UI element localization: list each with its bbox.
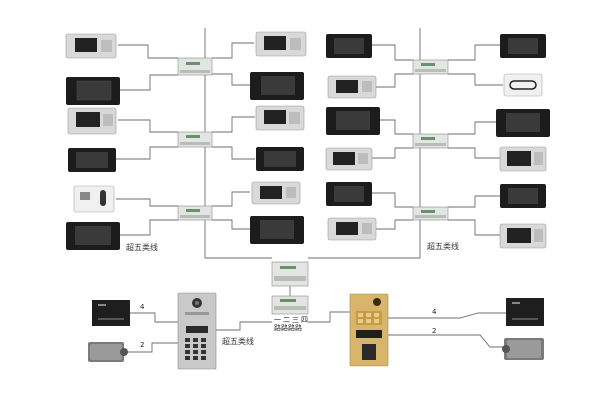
wire-count-right-bottom: 2 [432,327,436,335]
monitor-r4 [325,147,373,171]
link-l12 [212,219,250,230]
link-l1 [118,44,178,59]
link-l7 [212,42,254,59]
monitor-r3 [326,107,380,135]
port-label-1: 一 [274,316,281,324]
link-reader-left [130,312,178,323]
link-r6 [376,219,413,230]
monitor-r1 [326,34,372,58]
monitor-l10 [256,147,304,171]
link-l10 [212,146,255,160]
cable-label-left: 超五类线 [126,242,158,252]
monitor-r6 [327,217,377,241]
link-reader-right [388,312,506,319]
switch-right-2 [412,133,449,149]
link-r4 [372,147,413,159]
switch-port-labels: 一 二 三 四 路路路路 [274,316,308,332]
link-l6 [120,219,178,236]
wiring-lines [116,28,506,353]
link-r5 [372,192,413,208]
link-r10 [448,147,500,159]
link-r11 [448,195,500,208]
monitor-r9 [496,109,550,137]
link-r8 [448,73,503,86]
door-panel-gold [349,293,389,367]
monitor-r2 [327,75,377,99]
intercom-handset-r8 [503,73,543,97]
link-switch-right-panel [308,311,350,323]
electric-lock-left [88,342,128,362]
switch-main [271,261,309,287]
monitor-l9 [255,105,305,131]
wire-count-right-top: 4 [432,308,437,316]
link-switch-left-panel [216,321,272,331]
link-r3 [380,119,413,135]
monitor-r11 [500,184,546,208]
monitor-l7 [255,31,307,57]
port-label-4: 四 [301,316,308,324]
monitor-l6 [66,222,120,250]
link-l11 [212,191,250,207]
port-label-3: 三 [292,316,299,324]
link-r7 [448,44,500,61]
wire-count-left-bottom: 2 [140,341,144,349]
monitor-l12 [250,216,304,244]
monitor-l2 [66,77,120,105]
intercom-handset-l5 [73,185,115,213]
port-label-word: 路路路路 [274,323,302,332]
keypad [185,338,206,360]
monitor-l11 [251,181,301,205]
link-r9 [448,121,497,135]
link-l8 [212,73,250,86]
monitor-r7 [500,34,546,58]
monitor-l8 [250,72,304,100]
link-l2 [120,74,178,91]
door-panel-silver [177,292,217,370]
gold-keypad [358,313,379,323]
link-lock-left [127,342,178,353]
link-lock-right [388,334,504,348]
switch-distribution [271,295,309,315]
switch-left-3 [177,205,213,221]
card-reader-right [506,298,544,326]
link-l3 [118,119,178,133]
monitor-r12 [499,223,547,249]
monitor-l1 [65,33,117,59]
monitor-r10 [499,146,547,172]
monitor-l4 [68,148,116,172]
link-l9 [212,116,255,133]
link-r1 [372,44,413,61]
monitor-l3 [67,107,117,135]
link-l4 [116,146,178,160]
monitor-r5 [326,182,372,206]
port-label-2: 二 [283,316,290,324]
link-l5 [116,198,178,207]
switch-right-1 [412,59,449,75]
cable-label-right: 超五类线 [427,241,459,251]
left-trunk-line [204,28,272,259]
switch-left-1 [177,57,213,76]
switch-left-2 [177,131,213,148]
wire-count-left-top: 4 [140,303,145,311]
switches [177,57,449,315]
right-trunk-line [308,28,421,259]
switch-right-3 [412,206,449,221]
card-reader-left [92,300,130,326]
electric-lock-right [502,338,544,360]
link-r12 [448,219,500,236]
link-r2 [376,73,413,88]
cable-label-bottom: 超五类线 [222,336,254,346]
